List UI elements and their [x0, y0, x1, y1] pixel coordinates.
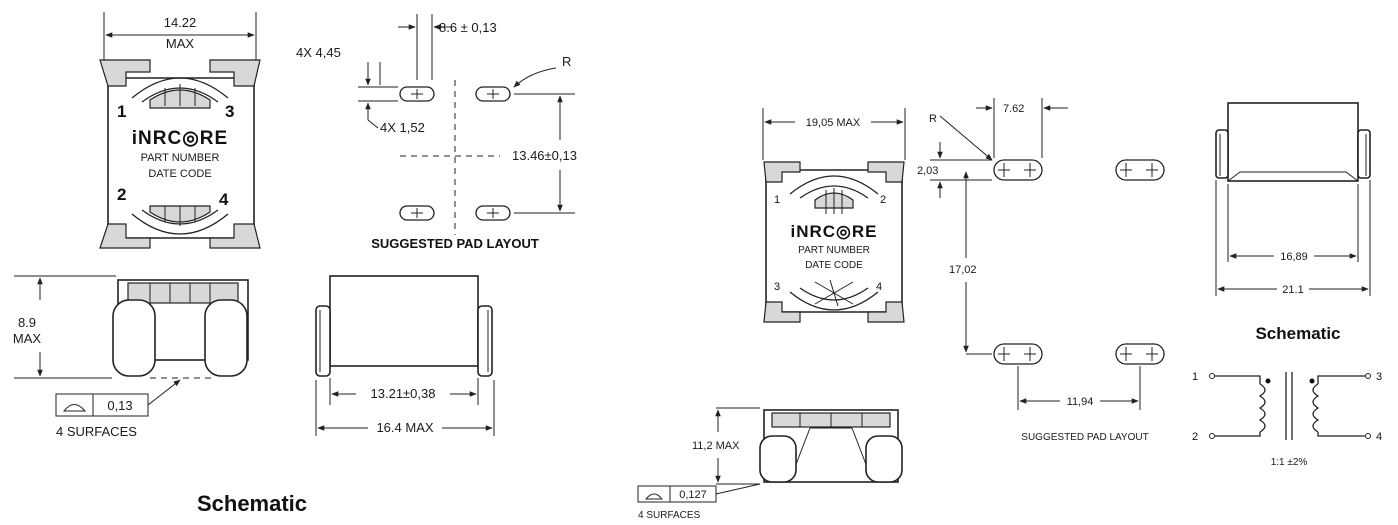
right-schematic-label: Schematic — [1255, 324, 1340, 343]
flatness-icon — [644, 493, 664, 500]
right-flatness-value: 0,127 — [679, 489, 707, 501]
left-flatness-value: 0,13 — [107, 398, 132, 413]
schem-pin-4: 4 — [1376, 431, 1382, 443]
left-brand-logo: iNRC◎RE — [132, 128, 228, 149]
right-width-dim: 19,05 MAX — [806, 117, 861, 129]
schem-pin-3: 3 — [1376, 371, 1382, 383]
right-pad-caption: SUGGESTED PAD LAYOUT — [1021, 432, 1148, 443]
left-pad-spacing-dim: 8.6 ± 0,13 — [439, 20, 497, 35]
right-height-dim: 11,2 MAX — [692, 440, 740, 452]
schem-pin-2: 2 — [1192, 431, 1198, 443]
right-date-code: DATE CODE — [805, 260, 863, 271]
right-front-view: 11,2 MAX 0,127 4 SURFACES — [637, 407, 903, 521]
right-brand-logo: iNRC◎RE — [790, 222, 877, 241]
left-height-dim: 8.9 — [18, 315, 36, 330]
left-schematic-label: Schematic — [197, 491, 307, 516]
left-side-inner-dim: 13.21±0,38 — [371, 386, 436, 401]
right-pin-4: 4 — [876, 281, 882, 293]
right-pad-row-dim: 17,02 — [949, 264, 977, 276]
terminal-top-right — [209, 59, 261, 87]
left-height-dim-max: MAX — [13, 331, 42, 346]
right-flatness-note: 4 SURFACES — [638, 510, 701, 521]
left-side-body — [329, 275, 479, 367]
left-pin-4: 4 — [219, 190, 229, 209]
right-pin-3: 3 — [774, 281, 780, 293]
left-top-view: 14.22 MAX 1 3 2 4 iNRC◎RE PART NUMBER DA… — [99, 12, 261, 249]
left-width-dim: 14.22 — [164, 15, 197, 30]
left-width-dim-max: MAX — [166, 36, 195, 51]
terminal-bottom-left — [99, 223, 151, 249]
right-pin-1: 1 — [774, 194, 780, 206]
left-pad-width-dim: 4X 1,52 — [380, 120, 425, 135]
right-side-body — [1227, 102, 1359, 182]
right-pad-radius: R — [929, 113, 937, 125]
left-pad-layout: 8.6 ± 0,13 4X 4,45 4X 1,52 R 13.46±0,13 … — [296, 14, 577, 251]
left-pad-row-dim: 13.46±0,13 — [512, 148, 577, 163]
left-date-code: DATE CODE — [148, 168, 211, 180]
right-schematic: Schematic 1 3 2 4 1:1 ±2% — [1192, 324, 1382, 468]
flatness-icon — [62, 404, 87, 412]
right-side-outer-dim: 21.1 — [1282, 284, 1303, 296]
left-part-number: PART NUMBER — [141, 152, 220, 164]
terminal-top-left — [99, 59, 151, 87]
right-pad-spacing-dim: 11,94 — [1067, 396, 1094, 408]
schem-ratio: 1:1 ±2% — [1271, 457, 1308, 468]
left-flatness-frame — [55, 393, 149, 417]
schem-pin-1: 1 — [1192, 371, 1198, 383]
right-pad-length-dim: 7.62 — [1003, 103, 1024, 115]
right-side-inner-dim: 16,89 — [1280, 251, 1308, 263]
left-side-outer-dim: 16.4 MAX — [376, 420, 433, 435]
left-pad-length-dim: 4X 4,45 — [296, 45, 341, 60]
right-side-view: 16,89 21.1 — [1215, 102, 1371, 296]
left-front-view: 8.9 MAX 0,13 4 SURFACES — [13, 275, 249, 439]
right-pad-layout: R 7.62 2,03 17,02 11,94 SUGGESTED PAD LA… — [917, 98, 1165, 443]
left-pin-1: 1 — [117, 102, 126, 121]
right-component-body — [765, 169, 903, 313]
terminal-bottom-right — [209, 223, 261, 249]
right-pad-width-dim: 2,03 — [917, 165, 938, 177]
left-pad-radius: R — [562, 54, 571, 69]
right-part-number: PART NUMBER — [798, 245, 870, 256]
right-pin-2: 2 — [880, 194, 886, 206]
left-flatness-note: 4 SURFACES — [56, 424, 137, 439]
left-pin-3: 3 — [225, 102, 234, 121]
right-top-view: 19,05 MAX 1 2 3 4 iNRC◎RE PART NUMBER DA… — [762, 108, 906, 323]
left-pad-caption: SUGGESTED PAD LAYOUT — [371, 236, 539, 251]
left-pin-2: 2 — [117, 185, 126, 204]
left-side-view: 13.21±0,38 16.4 MAX — [315, 275, 495, 436]
